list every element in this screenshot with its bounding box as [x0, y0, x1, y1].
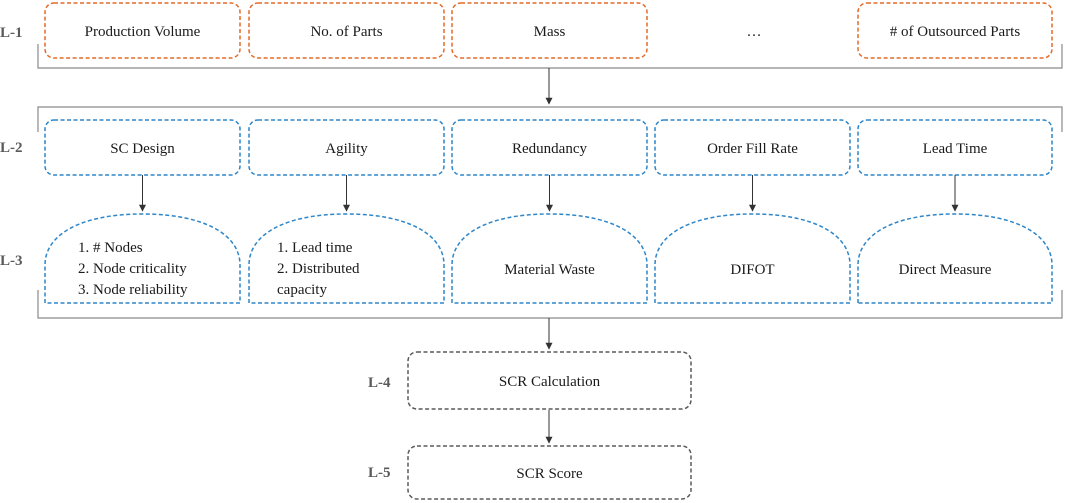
level3-bracket-bottom: [37, 290, 1063, 319]
level-label-1: L-1: [0, 25, 23, 41]
level3-line: DIFOT: [730, 262, 774, 278]
level3-line: 2. Distributed: [277, 261, 360, 277]
level4-node-scr-calculation: SCR Calculation: [407, 351, 692, 410]
level3-line: Direct Measure: [899, 262, 992, 278]
level2-node-redundancy: Redundancy: [451, 119, 648, 176]
level3-line: capacity: [277, 282, 327, 298]
level2-bracket-top: [37, 106, 1063, 132]
level2-label: SC Design: [110, 141, 175, 157]
level-label-3: L-3: [0, 253, 23, 269]
level3-line: 2. Node criticality: [78, 261, 187, 277]
level-label-4: L-4: [368, 375, 391, 391]
level1-node-no-of-parts: No. of Parts: [248, 2, 445, 59]
level2-label: Redundancy: [512, 141, 587, 157]
level1-bracket: [37, 44, 1063, 69]
level3-node-difot: DIFOT: [654, 213, 851, 304]
level5-node-scr-score: SCR Score: [407, 445, 692, 500]
level1-node-mass: Mass: [451, 2, 648, 59]
level1-label: # of Outsourced Parts: [890, 24, 1021, 40]
level3-node-sc-design-metrics: 1. # Nodes 2. Node criticality 3. Node r…: [44, 213, 241, 304]
level3-node-direct-measure: Direct Measure: [857, 213, 1053, 304]
level3-line: 1. # Nodes: [78, 240, 143, 256]
level2-label: Order Fill Rate: [707, 141, 798, 157]
level1-label: Mass: [534, 24, 566, 40]
level-label-2: L-2: [0, 140, 23, 156]
level2-node-agility: Agility: [248, 119, 445, 176]
level1-ellipsis: …: [747, 24, 762, 40]
level-label-5: L-5: [368, 465, 391, 481]
level1-node-production-volume: Production Volume: [44, 2, 241, 59]
level3-node-material-waste: Material Waste: [451, 213, 648, 304]
level3-node-agility-metrics: 1. Lead time 2. Distributed capacity: [248, 213, 445, 304]
level5-label: SCR Score: [516, 466, 583, 482]
level2-node-lead-time: Lead Time: [857, 119, 1053, 176]
level2-node-sc-design: SC Design: [44, 119, 241, 176]
level1-node-outsourced-parts: # of Outsourced Parts: [857, 2, 1053, 59]
level2-node-order-fill-rate: Order Fill Rate: [654, 119, 851, 176]
level3-line: 3. Node reliability: [78, 282, 188, 298]
level4-label: SCR Calculation: [499, 374, 601, 390]
level1-label: Production Volume: [85, 24, 201, 40]
level2-label: Agility: [325, 141, 368, 157]
level3-line: Material Waste: [504, 262, 595, 278]
level3-line: 1. Lead time: [277, 240, 353, 256]
level2-label: Lead Time: [923, 141, 988, 157]
level1-label: No. of Parts: [310, 24, 382, 40]
